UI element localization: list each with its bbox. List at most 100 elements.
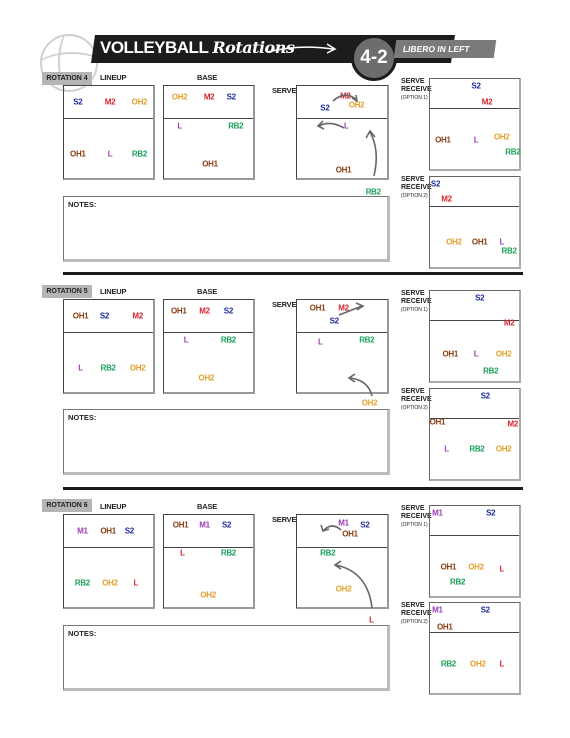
- net-line: [430, 320, 519, 321]
- player-marker: RB2: [220, 335, 236, 345]
- player-marker: OH2: [348, 100, 365, 110]
- net-line: [297, 547, 387, 548]
- net-line: [297, 118, 387, 119]
- title-script: Rotations: [212, 38, 295, 57]
- option-label: (OPTION 1): [401, 307, 428, 313]
- player-marker: RB2: [220, 548, 236, 558]
- player-marker: RB2: [74, 578, 90, 588]
- serve-word: SERVE: [401, 290, 425, 297]
- player-marker: M2: [507, 419, 519, 429]
- player-marker: L: [499, 564, 505, 574]
- player-marker: OH2: [493, 132, 510, 142]
- rotation-tag: ROTATION 6: [42, 499, 92, 512]
- player-marker: OH2: [200, 590, 216, 600]
- player-marker: RB2: [365, 187, 381, 197]
- notes-label: NOTES:: [68, 629, 97, 638]
- player-marker: S2: [480, 605, 490, 615]
- notes-box[interactable]: NOTES:: [63, 409, 390, 475]
- player-marker: M1: [199, 520, 210, 529]
- player-marker: OH1: [429, 417, 446, 427]
- player-marker: M2: [441, 194, 452, 204]
- player-marker: OH1: [172, 520, 189, 529]
- formation-badge: 4-2: [351, 35, 397, 81]
- player-marker: OH2: [495, 349, 512, 359]
- net-line: [64, 118, 153, 119]
- player-marker: S2: [430, 179, 441, 189]
- player-marker: OH1: [170, 306, 187, 316]
- player-marker: OH2: [335, 584, 352, 594]
- receive-word: RECEIVE: [401, 86, 432, 93]
- player-marker: OH1: [100, 526, 116, 536]
- serve-word: SERVE: [401, 176, 425, 183]
- player-marker: L: [180, 548, 185, 558]
- section-divider: [63, 272, 523, 275]
- receive-word: RECEIVE: [401, 298, 432, 305]
- player-marker: OH1: [70, 149, 86, 159]
- player-marker: S2: [480, 391, 490, 401]
- player-marker: S2: [99, 311, 110, 321]
- player-marker: OH2: [468, 562, 484, 572]
- serve-word: SERVE: [401, 505, 425, 512]
- option-label: (OPTION 1): [401, 522, 428, 528]
- serve-label: SERVE: [272, 515, 297, 524]
- base-label: BASE: [197, 502, 218, 511]
- player-marker: OH2: [198, 373, 215, 383]
- base-label: BASE: [197, 73, 218, 82]
- player-marker: RB2: [469, 444, 485, 454]
- lineup-label: LINEUP: [100, 73, 127, 82]
- player-marker: OH2: [102, 578, 118, 588]
- player-marker: RB2: [440, 659, 456, 669]
- notes-box[interactable]: NOTES:: [63, 196, 390, 262]
- player-marker: RB2: [228, 121, 244, 131]
- notes-box[interactable]: NOTES:: [63, 625, 390, 691]
- player-marker: M2: [104, 97, 116, 107]
- player-marker: OH2: [495, 444, 512, 454]
- player-marker: RB2: [450, 577, 466, 587]
- player-marker: OH1: [471, 237, 488, 247]
- player-marker: S2: [221, 520, 232, 529]
- player-marker: S2: [223, 306, 233, 316]
- player-marker: OH1: [202, 159, 218, 169]
- rotation-tag: ROTATION 4: [42, 72, 92, 85]
- title-main: VOLLEYBALL: [100, 38, 209, 57]
- player-marker: OH1: [435, 135, 451, 145]
- player-marker: OH2: [129, 363, 146, 373]
- player-marker: OH2: [470, 659, 486, 669]
- notes-label: NOTES:: [68, 200, 97, 209]
- player-marker: OH1: [335, 165, 352, 175]
- player-marker: M2: [199, 306, 210, 316]
- lineup-label: LINEUP: [100, 287, 127, 296]
- player-marker: OH1: [442, 349, 459, 359]
- section-divider: [63, 487, 523, 490]
- player-marker: RB2: [359, 335, 375, 345]
- receive-word: RECEIVE: [401, 396, 432, 403]
- player-marker: RB2: [100, 363, 116, 373]
- net-line: [430, 535, 519, 536]
- lineup-label: LINEUP: [100, 502, 127, 511]
- player-marker: L: [317, 337, 323, 347]
- player-marker: RB2: [505, 147, 521, 157]
- net-line: [430, 418, 519, 419]
- option-label: (OPTION 2): [401, 405, 428, 411]
- player-marker: OH1: [342, 529, 358, 539]
- player-marker: OH1: [436, 622, 453, 632]
